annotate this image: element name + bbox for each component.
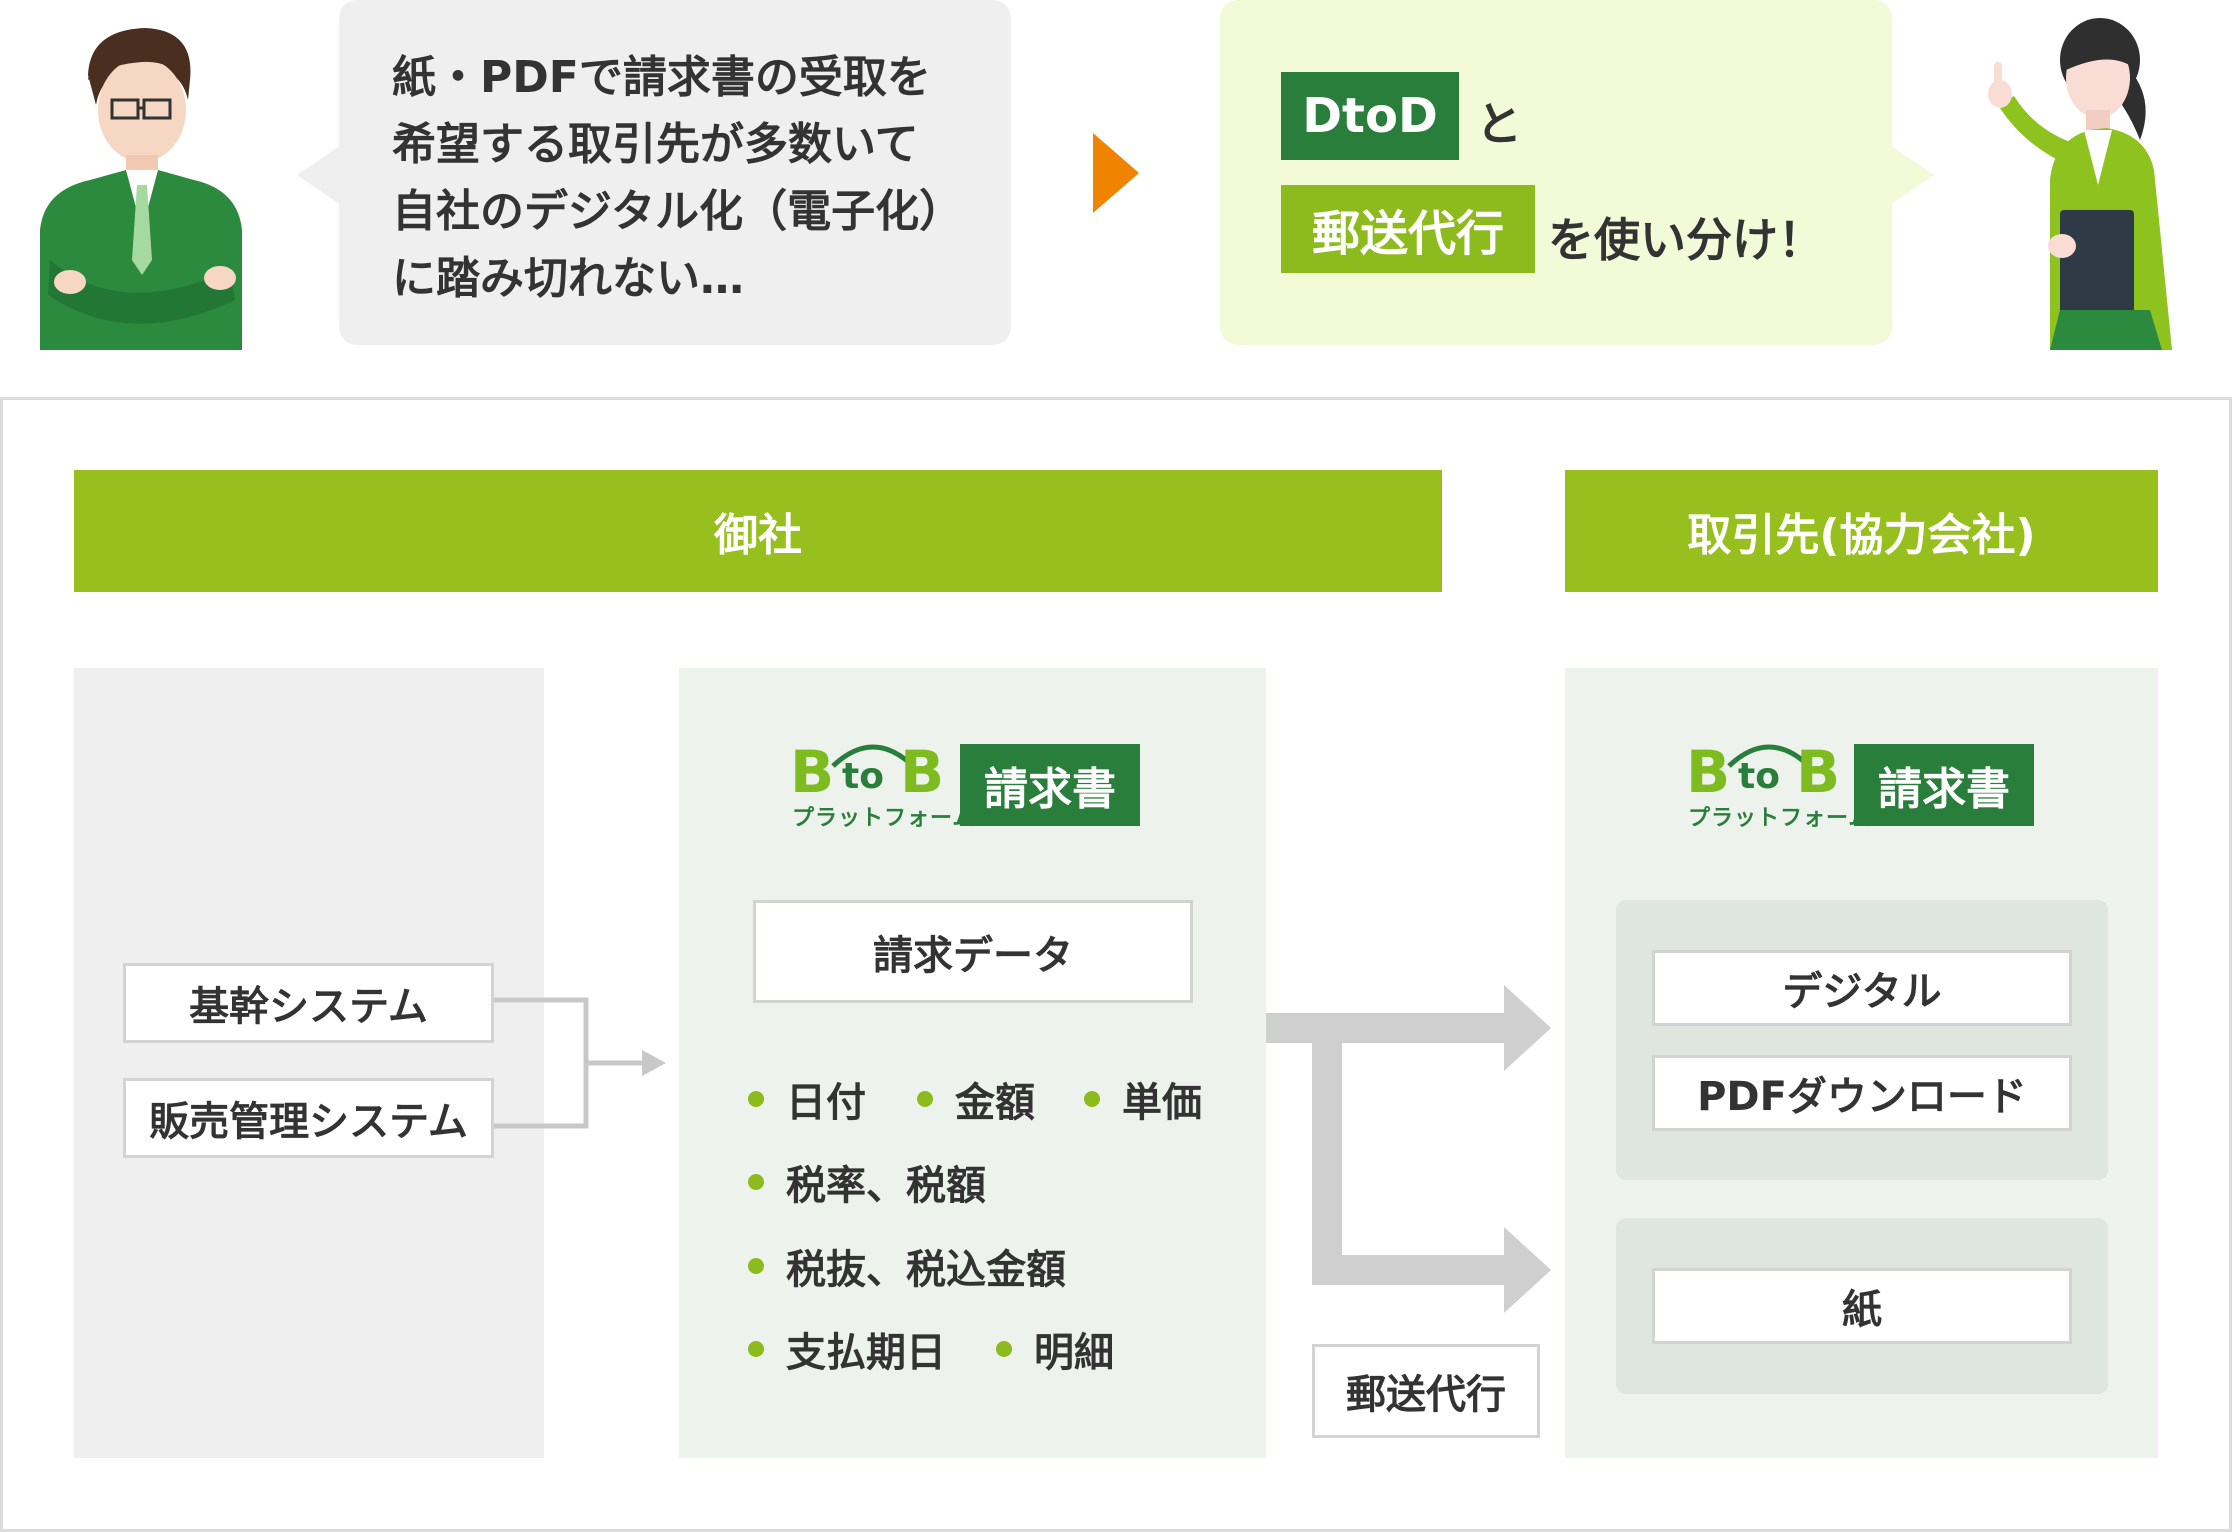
bubble-line: 希望する取引先が多数いて [392,119,919,170]
invoice-data-box: 請求データ [753,900,1193,1003]
digital-option: デジタル [1652,950,2072,1026]
dtod-tag: DtoD [1281,72,1459,160]
speech-bubble-left-tail [297,145,341,205]
invoice-item-label: 明細 [1034,1330,1114,1376]
logo-b-right: B [900,738,945,806]
invoice-item-label: 税抜、税込金額 [786,1247,1066,1293]
bto-b-platform-logo: B to B プラットフォーム 請求書 [790,738,1150,833]
bullet-icon [748,1174,764,1190]
digital-options-panel [1616,900,2108,1180]
speech-bubble-right [1220,0,1892,345]
businesswoman-pointing-icon [1988,18,2172,350]
bullet-icon [917,1091,933,1107]
invoice-item-label: 日付 [786,1080,866,1126]
logo-to: to [1738,756,1780,797]
invoice-item: 支払期日 [748,1320,946,1378]
invoice-item: 金額 [917,1070,1035,1128]
invoice-tag: 請求書 [960,744,1140,826]
invoice-item: 単価 [1084,1070,1202,1128]
bullet-icon [748,1091,764,1107]
logo-arc-icon [1727,744,1811,768]
logo-subtitle: プラットフォーム [1688,806,1872,831]
orange-play-arrow-icon [1093,133,1139,213]
bullet-icon [996,1341,1012,1357]
businessman-crossed-arms-icon [40,28,242,350]
systems-connector [494,997,666,1129]
speech-bubble-left [339,0,1011,345]
core-system-box: 基幹システム [123,963,494,1043]
sales-management-system-box: 販売管理システム [123,1078,494,1158]
invoice-item: 明細 [996,1320,1114,1378]
postal-proxy-box: 郵送代行 [1312,1344,1540,1438]
paper-option: 紙 [1652,1268,2072,1344]
and-text: と [1476,97,1522,151]
invoice-item-label: 税率、税額 [786,1163,986,1209]
bubble-line: 自社のデジタル化（電子化） [392,186,964,237]
postal-proxy-tag: 郵送代行 [1281,185,1535,273]
pdf-download-option: PDFダウンロード [1652,1055,2072,1131]
invoice-tag: 請求書 [1854,744,2034,826]
header-partner: 取引先(協力会社) [1565,470,2158,592]
diagram-frame [0,397,2232,1532]
invoice-item: 日付 [748,1070,866,1128]
invoice-item: 税抜、税込金額 [748,1237,1066,1295]
invoice-item-label: 金額 [955,1080,1035,1126]
bullet-icon [748,1258,764,1274]
bubble-line: に踏み切れない… [392,253,744,304]
logo-subtitle: プラットフォーム [792,806,976,831]
systems-panel [74,668,544,1458]
speech-bubble-left-text: 紙・PDFで請求書の受取を 希望する取引先が多数いて 自社のデジタル化（電子化）… [392,44,992,312]
bubble-line: 紙・PDFで請求書の受取を [392,52,931,103]
delivery-arrows [1266,985,1551,1313]
invoice-item: 税率、税額 [748,1153,986,1211]
logo-b-left: B [790,738,835,806]
invoice-item-label: 単価 [1122,1080,1202,1126]
bullet-icon [1084,1091,1100,1107]
logo-b-right: B [1796,738,1841,806]
logo-b-left: B [1686,738,1731,806]
bto-b-platform-logo-partner: B to B プラットフォーム 請求書 [1686,738,2046,833]
use-both-text: を使い分け！ [1548,213,1824,267]
logo-arc-icon [831,744,915,768]
logo-to: to [842,756,884,797]
invoice-item-label: 支払期日 [786,1330,946,1376]
header-own-company: 御社 [74,470,1442,592]
bullet-icon [748,1341,764,1357]
speech-bubble-right-tail [1890,145,1934,205]
